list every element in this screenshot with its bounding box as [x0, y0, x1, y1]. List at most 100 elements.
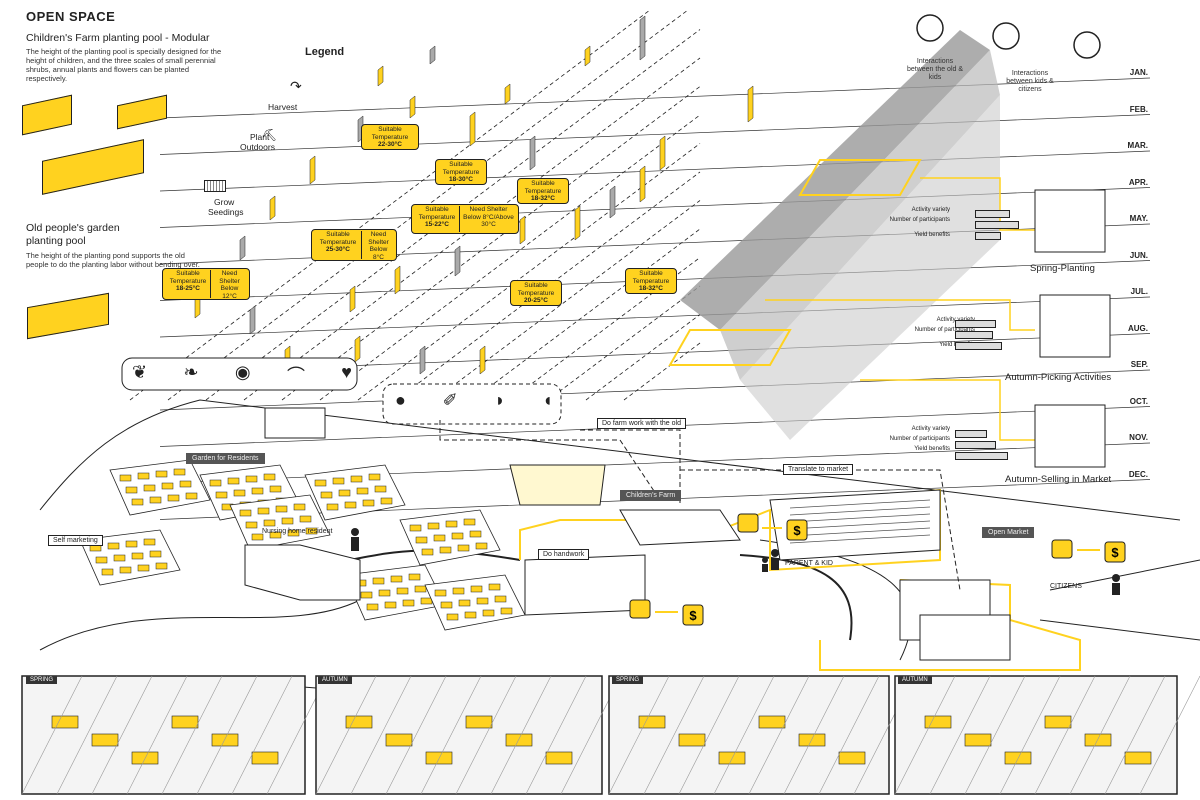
pool-cell	[360, 591, 373, 599]
legend-harvest: Harvest	[268, 102, 298, 112]
pool-cell	[421, 548, 434, 556]
pool-cell	[101, 568, 114, 576]
childrens-farm-label: Children's Farm	[620, 490, 682, 501]
activity-chart-autumn-picking: Activity variety Number of participants …	[914, 317, 1112, 383]
crop-bar	[584, 45, 591, 67]
pool-cell	[451, 532, 464, 540]
legend-title: Legend	[305, 46, 345, 58]
garden-label: Garden for Residents	[186, 453, 265, 464]
face-icons	[916, 14, 1101, 59]
crop-bar	[309, 155, 316, 185]
pool-cell	[293, 503, 306, 511]
pool-cell	[107, 542, 120, 550]
pool-cell	[452, 587, 465, 595]
pool-cell	[344, 501, 357, 509]
crop-bar	[659, 135, 666, 171]
garden-block	[424, 574, 526, 631]
pool-cell	[305, 527, 318, 535]
pool-cell	[475, 542, 488, 550]
pool-cell	[396, 587, 409, 595]
crop-bar	[609, 185, 616, 219]
month-label: JUL.	[1130, 287, 1148, 296]
crop-bar	[269, 195, 276, 221]
pool-cell	[440, 601, 453, 609]
pool-cell	[119, 474, 132, 482]
thumb-season-3: SPRING	[612, 676, 644, 684]
pool-cell	[446, 613, 459, 621]
eggplant-icon: ◖	[542, 390, 553, 410]
pea-icon: ◗	[494, 390, 506, 410]
people-figures	[351, 528, 1120, 595]
activity-bar	[955, 452, 1008, 460]
month-label: NOV.	[1129, 433, 1148, 442]
month-label: OCT.	[1129, 396, 1148, 406]
thumb-pool	[924, 715, 952, 729]
pool-cell	[149, 550, 162, 558]
month-label: JUN.	[1129, 250, 1148, 260]
thumb-hatch	[126, 675, 188, 795]
pool-cell	[458, 599, 471, 607]
crop-bar	[504, 83, 511, 105]
thumb-hatch	[525, 675, 587, 795]
activity-title-autumn-picking: Autumn-Picking Activities	[1005, 372, 1112, 383]
page-title: OPEN SPACE	[26, 9, 116, 24]
thumb-pool	[251, 751, 279, 765]
children-description: The height of the planting pool is speci…	[26, 47, 222, 83]
thumbnail-frame	[315, 675, 603, 795]
thumb-season-4: AUTUMN	[898, 676, 932, 684]
pool-cell	[326, 503, 339, 511]
crop-bar	[249, 305, 256, 335]
crop-bar	[239, 235, 246, 261]
activity-bar	[955, 320, 996, 328]
pool-cell	[434, 589, 447, 597]
pool-cell	[233, 489, 246, 497]
thumb-hatch	[894, 675, 956, 795]
pool-cell	[269, 531, 282, 539]
thumbnail-frame	[21, 675, 306, 795]
pumpkin-icon: ●	[395, 390, 406, 410]
pool-cell	[390, 575, 403, 583]
activity-bar	[975, 232, 1001, 240]
thumb-hatch	[929, 675, 991, 795]
thumb-season-2: AUTUMN	[318, 676, 352, 684]
thumb-season-1: SPRING	[26, 676, 58, 684]
pool-cell	[350, 475, 363, 483]
pool-cell	[161, 482, 174, 490]
svg-text:$: $	[689, 608, 697, 623]
thumb-hatch	[350, 675, 412, 795]
thumbnail-frame	[894, 675, 1178, 795]
pool-cell	[372, 577, 385, 585]
month-line	[159, 369, 1151, 411]
crop-bar	[747, 85, 754, 123]
legend-plant-line1: Plant	[250, 132, 270, 142]
thumb-hatch	[315, 675, 377, 795]
produce-icons-row-2: ● ✐ ◗ ◖	[395, 390, 553, 411]
pool-cell	[119, 566, 132, 574]
pool-cell	[464, 611, 477, 619]
crop-bar	[454, 245, 461, 277]
pool-cell	[380, 497, 393, 505]
crop-bar	[519, 215, 526, 245]
pool-cell	[500, 607, 513, 615]
activity-bar	[955, 441, 996, 449]
crop-column	[585, 314, 701, 401]
thumb-pool	[505, 733, 533, 747]
thumb-hatch	[420, 675, 482, 795]
children-heading: Children's Farm planting pool - Modular	[26, 32, 210, 44]
crop-bar	[354, 335, 361, 363]
crop-bar	[409, 95, 416, 119]
month-line	[159, 150, 1151, 192]
thumb-hatch	[1104, 675, 1166, 795]
thumb-pool	[1044, 715, 1072, 729]
thumb-hatch	[783, 675, 845, 795]
svg-text:$: $	[793, 523, 801, 538]
garden-block	[304, 464, 406, 521]
thumb-hatch	[231, 675, 293, 795]
thumb-hatch	[196, 675, 258, 795]
pool-cell	[482, 609, 495, 617]
